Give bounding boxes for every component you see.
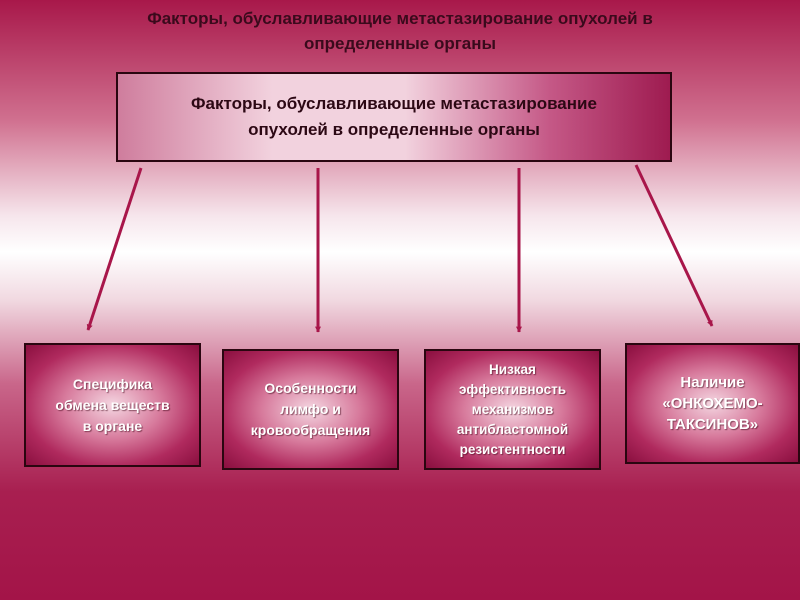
slide-title-line-1: Факторы, обуславливающие метастазировани… bbox=[147, 9, 653, 28]
factor-box-circulation: Особенности лимфо и кровообращения bbox=[222, 349, 399, 470]
factor-4-line-3: ТАКСИНОВ» bbox=[666, 416, 759, 433]
factor-4-line-1: Наличие bbox=[680, 374, 745, 391]
arrow-to-factor-1 bbox=[86, 167, 143, 331]
main-factors-text: Факторы, обуславливающие метастазировани… bbox=[191, 91, 597, 143]
factor-box-oncochemotaxins: Наличие «ОНКОХЕМО- ТАКСИНОВ» bbox=[625, 343, 800, 464]
main-box-line-1: Факторы, обуславливающие метастазировани… bbox=[191, 94, 597, 113]
factor-text-oncochemotaxins: Наличие «ОНКОХЕМО- ТАКСИНОВ» bbox=[662, 372, 762, 435]
factor-box-resistance: Низкая эффективность механизмов антиблас… bbox=[424, 349, 601, 470]
main-factors-box: Факторы, обуславливающие метастазировани… bbox=[116, 72, 672, 162]
factor-text-resistance: Низкая эффективность механизмов антиблас… bbox=[457, 360, 568, 460]
factor-box-metabolism: Специфика обмена веществ в органе bbox=[24, 343, 201, 467]
factor-text-metabolism: Специфика обмена веществ в органе bbox=[55, 374, 169, 437]
factor-4-line-2: «ОНКОХЕМО- bbox=[662, 395, 763, 412]
factor-1-line-1: Специфика bbox=[72, 375, 153, 392]
main-box-line-2: опухолей в определенные органы bbox=[248, 120, 540, 139]
slide-title-line-2: определенные органы bbox=[303, 34, 497, 53]
arrow-to-factor-4 bbox=[634, 164, 714, 327]
factor-2-line-2: лимфо и bbox=[280, 401, 341, 417]
factor-3-line-3: механизмов bbox=[471, 401, 554, 417]
factor-text-circulation: Особенности лимфо и кровообращения bbox=[251, 378, 370, 441]
factor-2-line-1: Особенности bbox=[264, 380, 357, 396]
factor-3-line-2: эффективность bbox=[458, 381, 566, 397]
factor-3-line-5: резистентности bbox=[459, 441, 566, 457]
factor-1-line-2: обмена веществ bbox=[55, 396, 170, 413]
factor-1-line-3: в органе bbox=[82, 417, 143, 434]
factor-3-line-4: антибластомной bbox=[456, 421, 569, 437]
slide-title: Факторы, обуславливающие метастазировани… bbox=[0, 6, 800, 56]
factor-2-line-3: кровообращения bbox=[250, 422, 371, 438]
factor-3-line-1: Низкая bbox=[489, 361, 536, 377]
